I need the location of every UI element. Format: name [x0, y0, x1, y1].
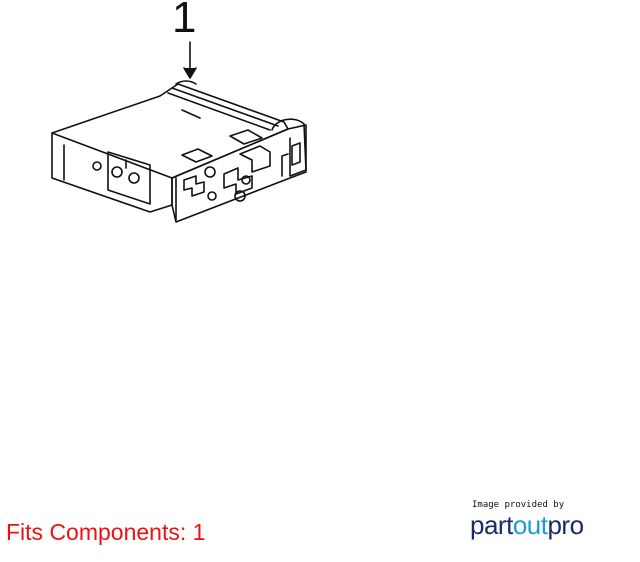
- fits-components-label: Fits Components: 1: [6, 519, 206, 545]
- brand-part: part: [470, 510, 513, 540]
- image-credit: Image provided by partoutpro: [470, 500, 630, 540]
- credit-provided-by: Image provided by: [472, 500, 565, 510]
- callout-arrow-head: [183, 67, 197, 79]
- brand-logo: partoutpro: [470, 510, 630, 540]
- callout-number: 1: [172, 0, 197, 42]
- unit-front-plate: [171, 124, 307, 223]
- brand-out: out: [512, 510, 548, 540]
- brand-pro: pro: [547, 510, 584, 540]
- unit-rear-cap: [271, 118, 307, 177]
